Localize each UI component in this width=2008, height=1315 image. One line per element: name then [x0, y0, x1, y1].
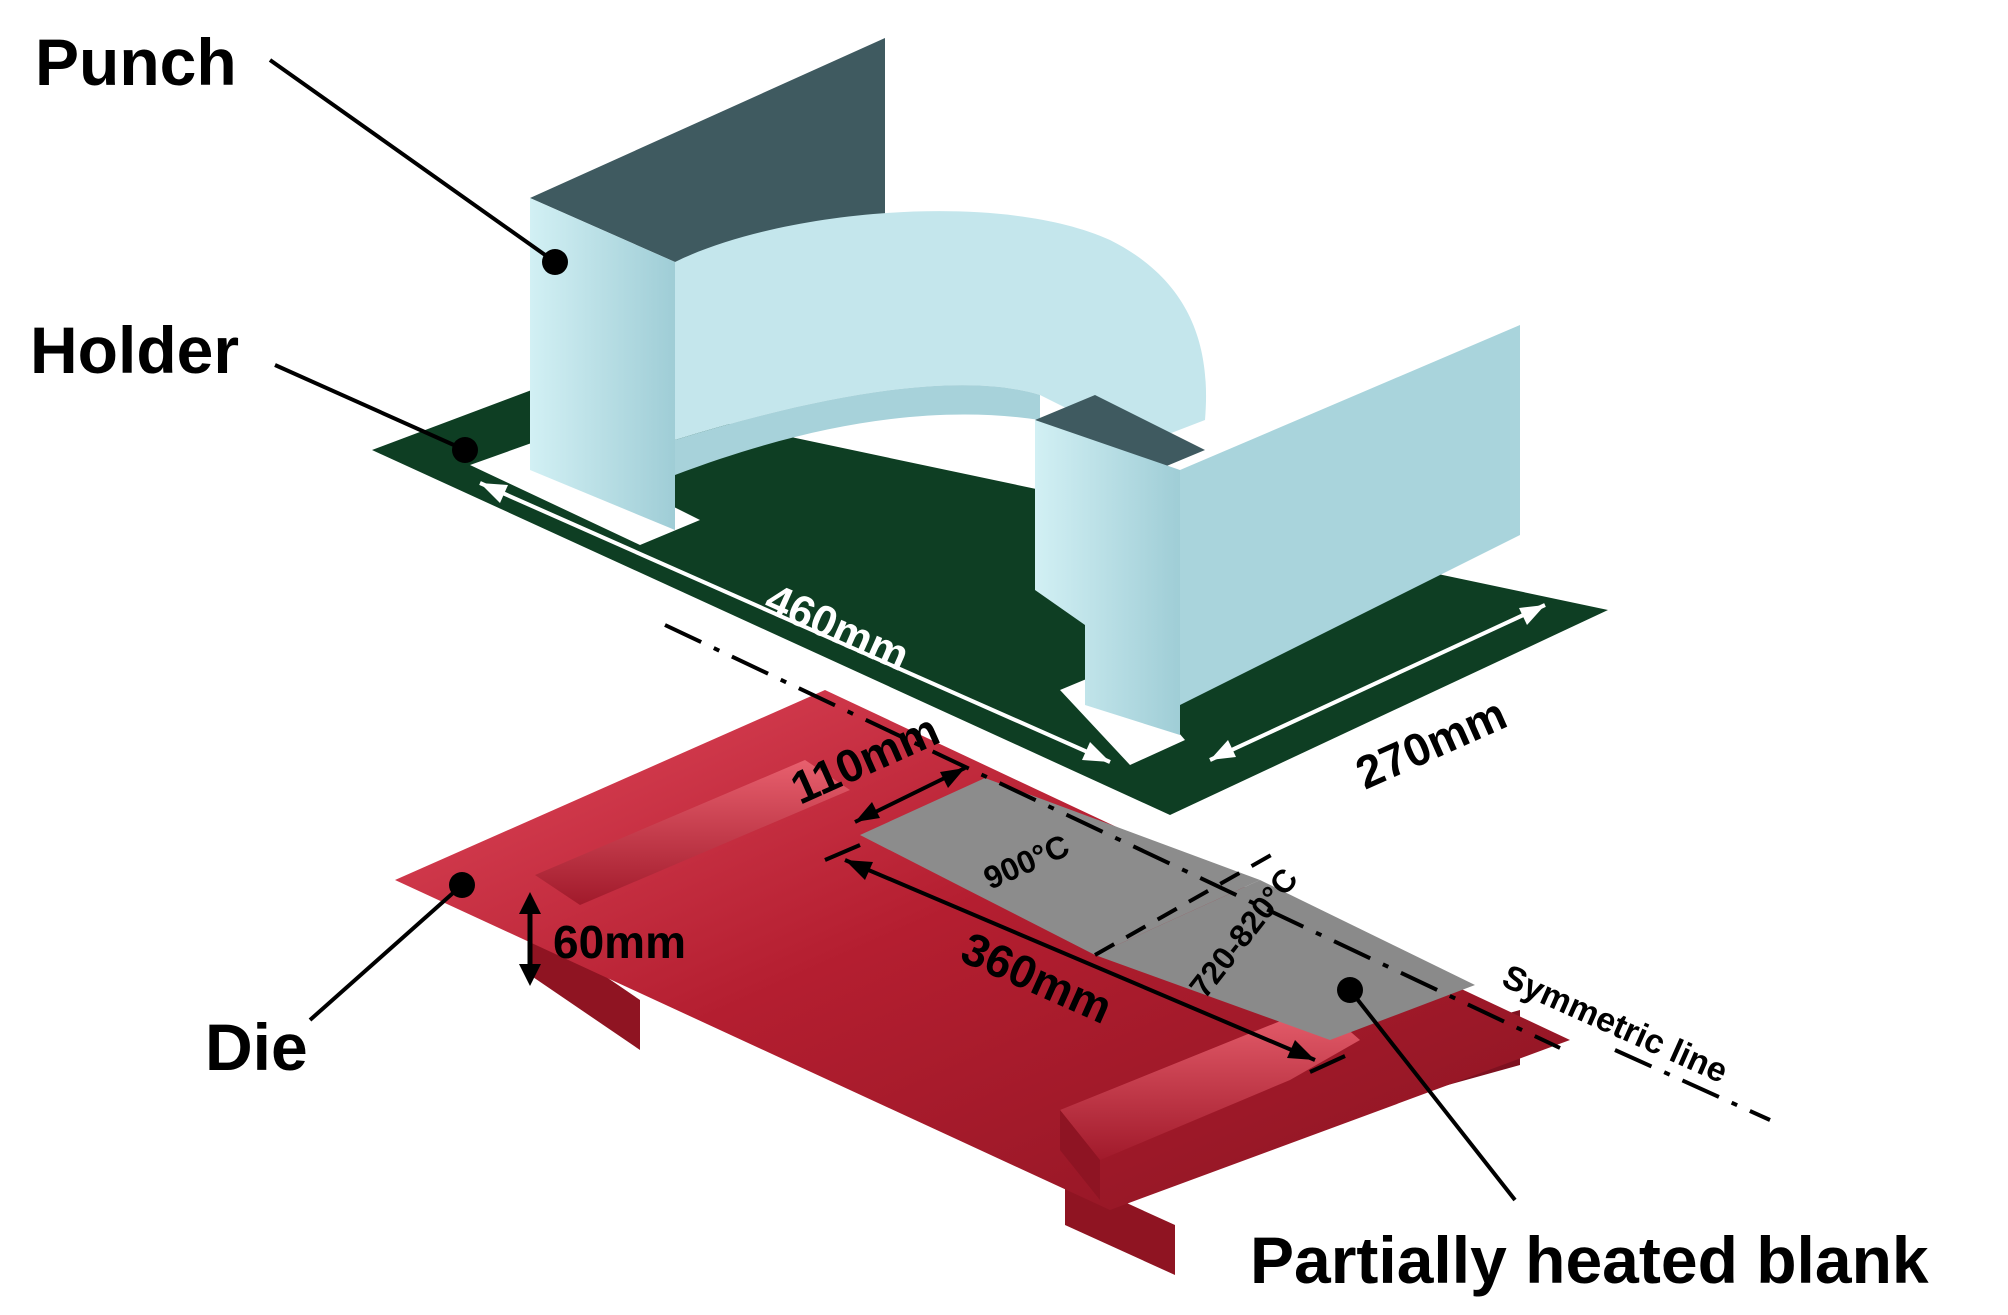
- die-rib-left: [535, 760, 850, 905]
- dim-60-label: 60mm: [553, 916, 686, 968]
- punch-dot: [542, 249, 568, 275]
- die-dot: [449, 872, 475, 898]
- punch-right-block: [1035, 420, 1180, 735]
- blank: [860, 778, 1475, 1040]
- punch-back-wall-right: [1180, 325, 1520, 705]
- callout-blank: Partially heated blank: [1250, 977, 1929, 1297]
- die-label: Die: [205, 1010, 308, 1084]
- die-foot-left: [530, 925, 640, 1050]
- blank-hot-zone: [860, 778, 1260, 955]
- punch-back-wall-left: [530, 38, 885, 275]
- blank-warm-zone: [1095, 880, 1475, 1040]
- punch-left-block: [530, 198, 675, 530]
- punch-curved-wall: [675, 211, 1207, 445]
- callout-holder: Holder: [30, 313, 478, 463]
- blank-dot: [1337, 977, 1363, 1003]
- dim-60: 60mm: [519, 892, 686, 986]
- die: [395, 690, 1570, 1275]
- holder-dot: [452, 437, 478, 463]
- punch-label: Punch: [35, 25, 237, 99]
- holder-plate: [372, 385, 1608, 815]
- blank-label: Partially heated blank: [1250, 1223, 1929, 1297]
- punch-right-top: [1035, 395, 1205, 475]
- callout-punch: Punch: [35, 25, 568, 275]
- callout-die: Die: [205, 872, 475, 1084]
- punch-curved-inner: [675, 385, 1040, 475]
- die-pocket-edge: [1060, 1110, 1100, 1200]
- die-rib-right: [1060, 1005, 1360, 1160]
- holder-label: Holder: [30, 313, 239, 387]
- punch: [530, 38, 1520, 735]
